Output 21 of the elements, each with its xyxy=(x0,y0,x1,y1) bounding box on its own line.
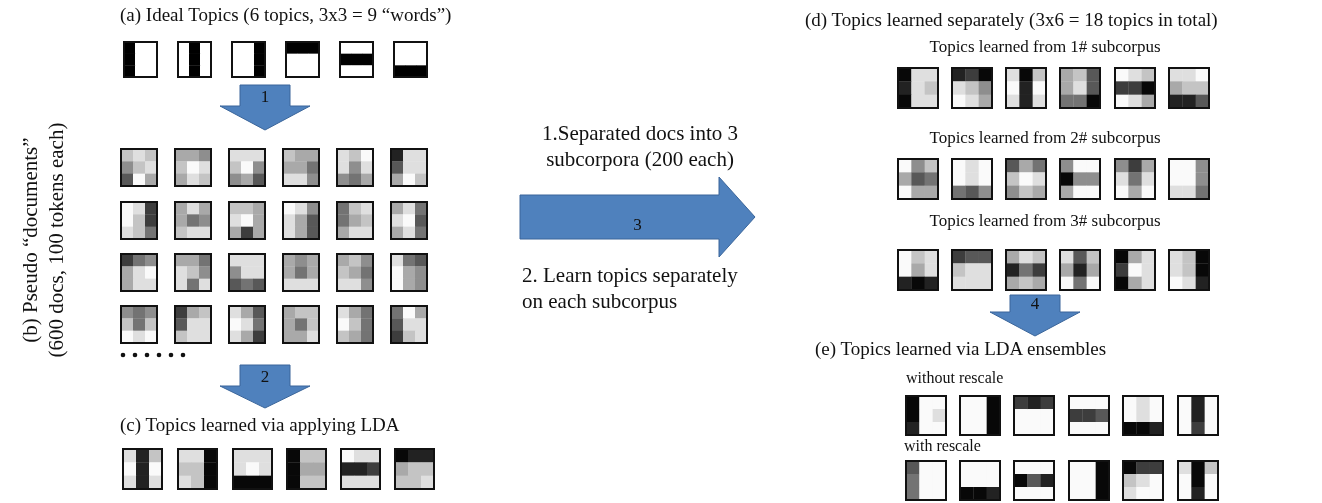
edge-label: 4 xyxy=(1029,294,1041,315)
block-arrow xyxy=(219,84,311,131)
step-note: 1.Separated docs into 3 subcorpora (200 each) xyxy=(541,120,739,173)
row-heading: Topics learned from 1# subcorpus xyxy=(928,37,1162,57)
edge-label: 2 xyxy=(259,366,271,387)
block-arrow xyxy=(989,294,1081,337)
edge-label: 1 xyxy=(259,86,271,107)
row-heading: without rescale xyxy=(906,369,1005,388)
block-arrow xyxy=(219,364,311,409)
panel-title: (b) Pseudo “documents” xyxy=(17,136,43,345)
row-heading: Topics learned from 3# subcorpus xyxy=(928,211,1162,231)
panel-title: (d) Topics learned separately (3x6 = 18 topics in total) xyxy=(805,9,1219,31)
panel-title: (e) Topics learned via LDA ensembles xyxy=(815,338,1108,360)
block-arrow xyxy=(519,176,756,258)
panel-title: (a) Ideal Topics (6 topics, 3x3 = 9 “words”) xyxy=(120,4,453,26)
step-note: 2. Learn topics separately on each subcorpus xyxy=(522,262,739,315)
panel-subtitle: (600 docs, 100 tokens each) xyxy=(43,121,69,360)
panel-title: (c) Topics learned via applying LDA xyxy=(120,414,401,436)
row-heading: with rescale xyxy=(904,437,982,456)
row-heading: Topics learned from 2# subcorpus xyxy=(928,128,1162,148)
edge-label: 3 xyxy=(632,215,643,235)
